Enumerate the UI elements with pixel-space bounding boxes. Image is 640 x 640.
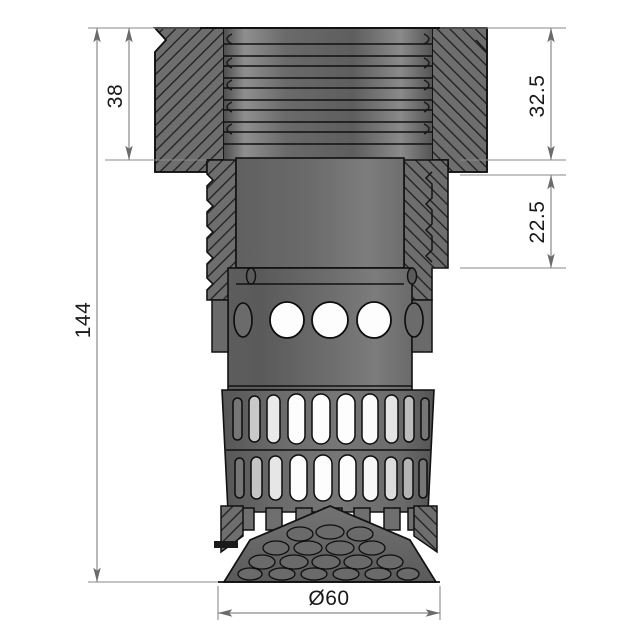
side-hole-4 — [356, 301, 392, 339]
base-cone-ridge — [249, 505, 411, 541]
threaded-cap — [152, 27, 488, 173]
side-hole-5 — [404, 302, 424, 338]
base-left-block — [220, 505, 244, 554]
base-right-block — [413, 505, 438, 554]
cap-right-section — [431, 27, 488, 173]
dim-label-lower-thread: 22.5 — [526, 201, 549, 244]
side-hole-3 — [311, 301, 349, 339]
dim-diameter: Ø60 — [218, 587, 440, 617]
conical-base — [214, 505, 440, 583]
dim-lower-thread: 22.5 — [526, 175, 555, 268]
cap-left-section — [153, 27, 225, 173]
dim-cap-height: 38 — [104, 28, 133, 160]
side-hole-2 — [269, 301, 305, 339]
threaded-neck — [206, 157, 449, 301]
neck-left-wall — [206, 159, 237, 301]
part-geometry — [152, 27, 488, 583]
mid-body-left-lug — [211, 299, 229, 353]
base-perforations — [237, 524, 420, 581]
basket-slot-row-lower — [234, 454, 428, 502]
dim-overall-height: 144 — [72, 28, 101, 582]
pin-hole-left — [245, 267, 257, 285]
side-hole-1 — [233, 302, 253, 338]
perforated-cylinder — [211, 267, 433, 391]
dim-label-cap-height: 38 — [104, 84, 127, 108]
dim-label-upper-thread: 32.5 — [526, 75, 549, 118]
dim-upper-thread: 32.5 — [526, 28, 555, 160]
neck-inner-barrel — [235, 157, 405, 269]
dim-label-diameter: Ø60 — [308, 587, 349, 610]
cap-rib-field — [224, 28, 432, 160]
basket-slot-row-upper — [232, 393, 430, 445]
dim-label-overall-height: 144 — [72, 302, 95, 339]
slotted-basket — [221, 389, 435, 513]
dimension-layer — [88, 27, 566, 620]
pin-hole-right — [406, 267, 418, 285]
cap-rib-ends — [226, 33, 430, 135]
base-side-nub — [214, 541, 238, 548]
cap-ribs — [224, 43, 432, 145]
neck-right-threads — [424, 171, 433, 263]
